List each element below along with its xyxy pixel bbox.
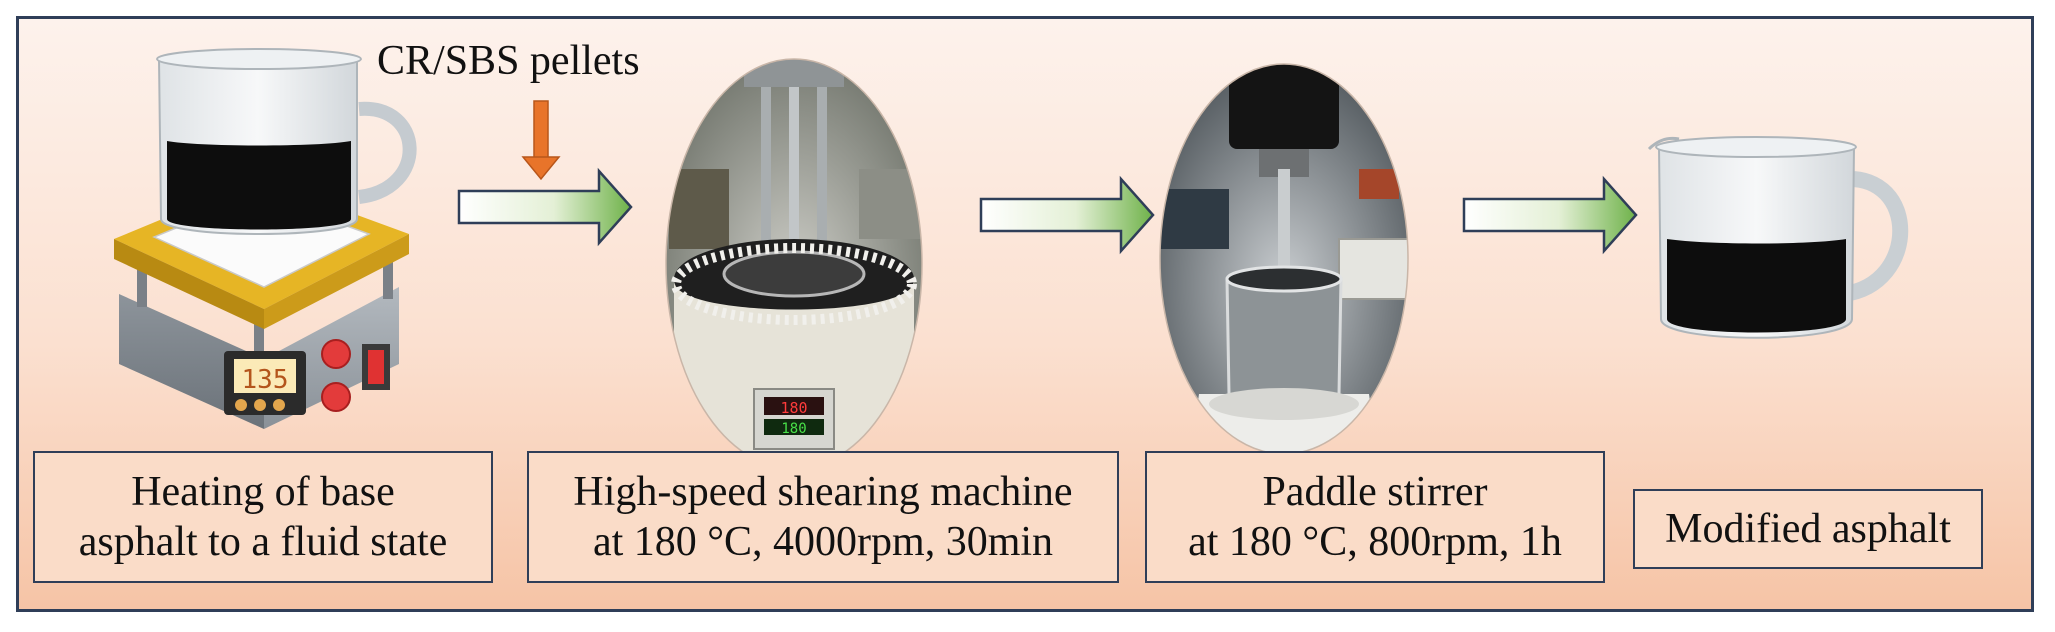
caption-line: asphalt to a fluid state	[79, 517, 448, 567]
caption-line: Paddle stirrer	[1262, 467, 1487, 517]
machine-display-top: 180	[780, 399, 807, 417]
step-caption-modified-asphalt: Modified asphalt	[1633, 489, 1983, 569]
hotplate-illustration: 135	[114, 49, 410, 429]
caption-line: at 180 °C, 800rpm, 1h	[1188, 517, 1562, 567]
flow-arrow-2	[981, 179, 1153, 251]
machine-display-bottom: 180	[781, 421, 806, 437]
step-caption-heating: Heating of base asphalt to a fluid state	[33, 451, 493, 583]
step-caption-paddle-stirrer: Paddle stirrer at 180 °C, 800rpm, 1h	[1145, 451, 1605, 583]
paddle-stirrer-photo	[1149, 59, 1419, 469]
caption-line: at 180 °C, 4000rpm, 30min	[593, 517, 1053, 567]
modified-asphalt-beaker	[1649, 137, 1900, 338]
step-caption-shearing: High-speed shearing machine at 180 °C, 4…	[527, 451, 1119, 583]
caption-line: High-speed shearing machine	[573, 467, 1072, 517]
flow-arrow-3	[1464, 179, 1636, 251]
shearing-machine-photo: 180 180	[659, 49, 929, 479]
caption-line: Heating of base	[131, 467, 395, 517]
hotplate-display: 135	[242, 365, 289, 395]
pellet-label: CR/SBS pellets	[377, 37, 640, 85]
figure-frame: 135	[16, 16, 2034, 612]
caption-line: Modified asphalt	[1665, 504, 1951, 554]
pellet-arrow	[523, 101, 559, 179]
flow-arrow-1	[459, 171, 631, 243]
